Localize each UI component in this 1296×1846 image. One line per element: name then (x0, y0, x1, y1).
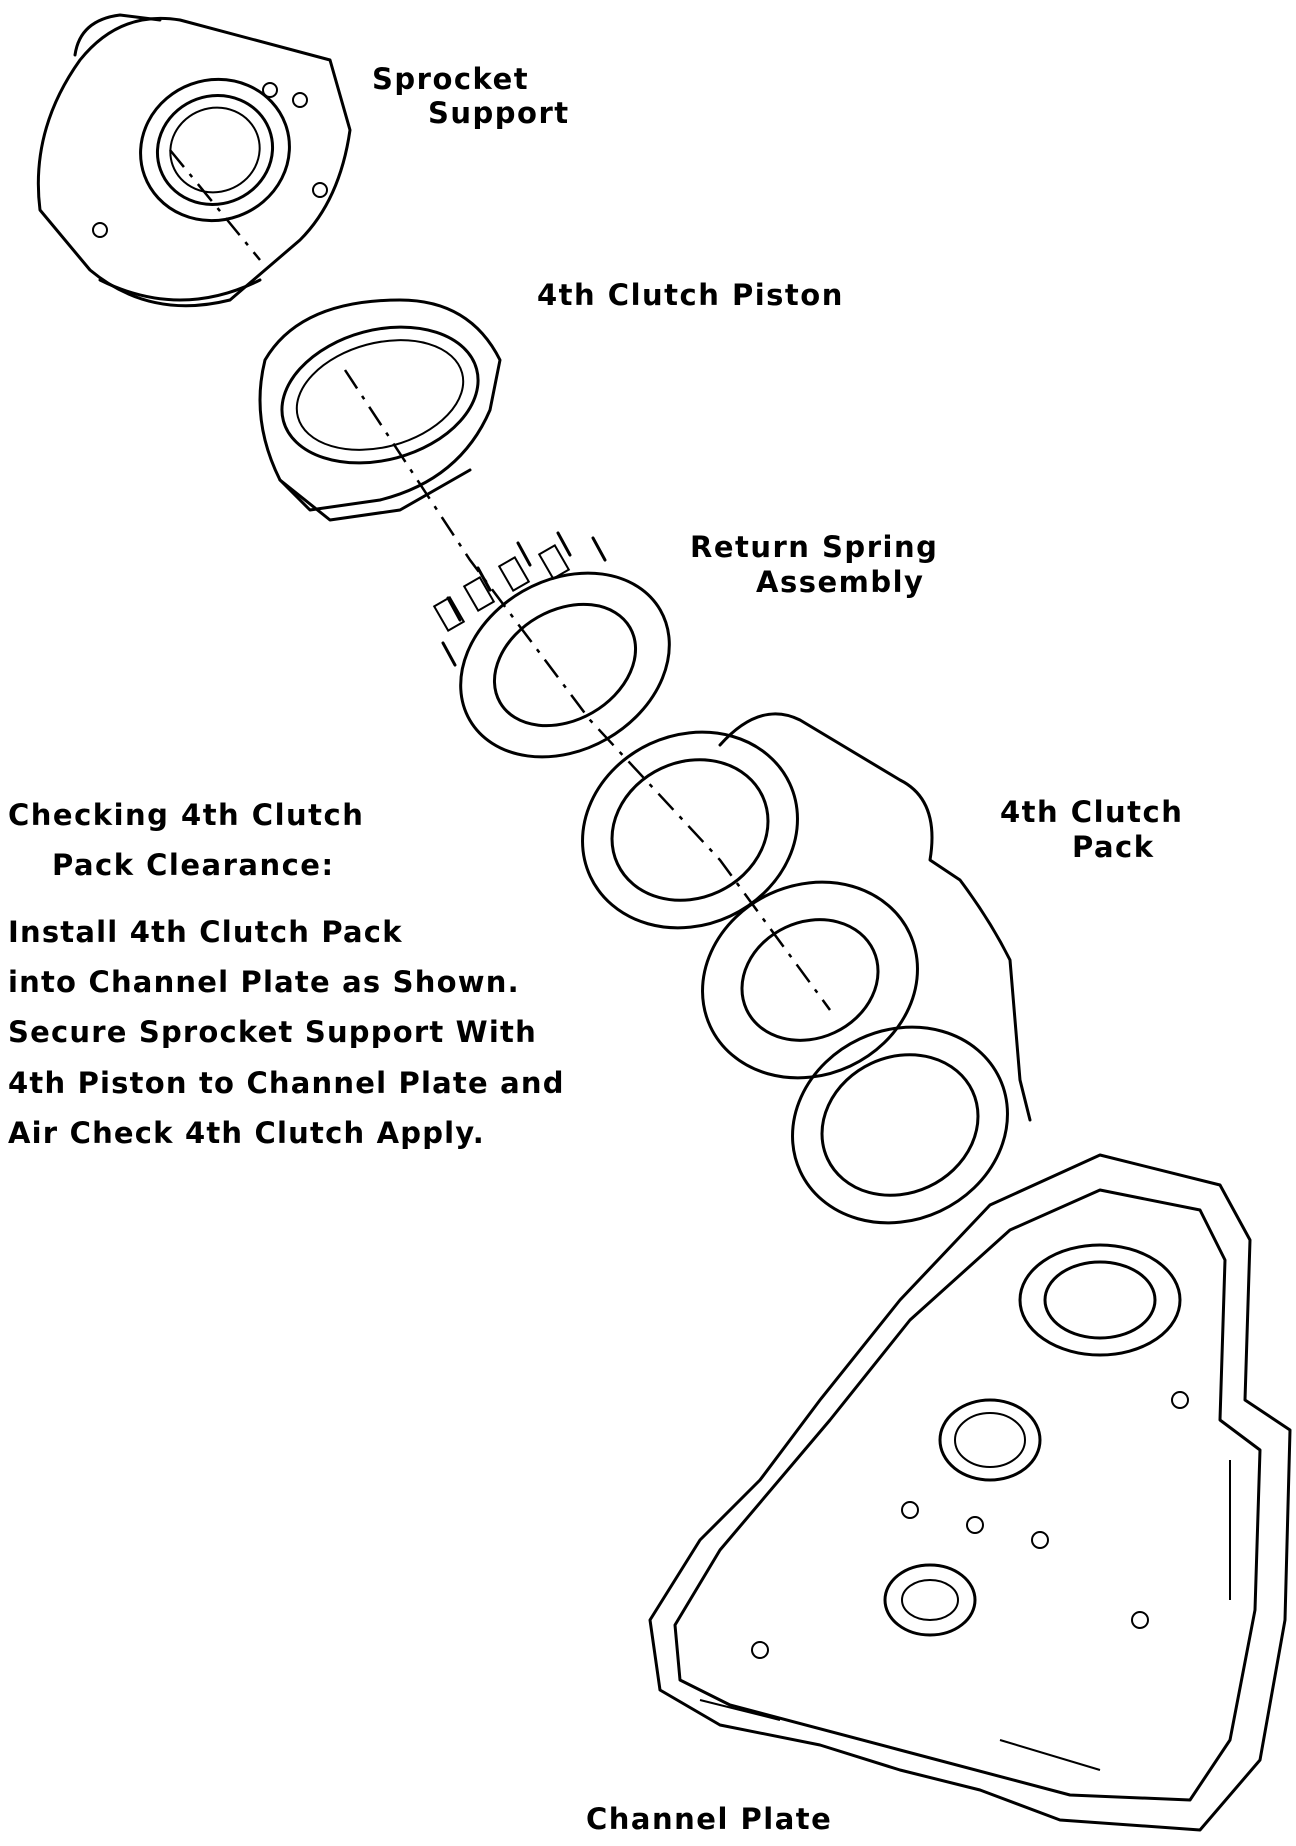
return-spring-label-line2: Assembly (756, 565, 925, 599)
channel-plate-part (648, 1153, 1292, 1832)
sprocket-support-label-line2: Support (428, 96, 570, 130)
instructions-line: Secure Sprocket Support With (8, 1015, 537, 1049)
clutch-piston-label: 4th Clutch Piston (537, 278, 844, 312)
return-spring-label-line1: Return Spring (690, 530, 939, 564)
clutch-pack-label-line2: Pack (1072, 830, 1155, 864)
instructions-heading-line2: Pack Clearance: (52, 848, 335, 882)
sprocket-support-part (36, 13, 352, 308)
instructions-heading-line1: Checking 4th Clutch (8, 798, 365, 832)
instructions-line: Install 4th Clutch Pack (8, 915, 403, 949)
return-spring-part (432, 531, 671, 759)
channel-plate-label: Channel Plate (586, 1802, 833, 1836)
assembly-centerline (169, 149, 832, 1011)
instructions-line: Air Check 4th Clutch Apply. (8, 1116, 485, 1150)
clutch-piston-part (258, 298, 502, 522)
clutch-pack-part (581, 712, 1032, 1225)
instructions-line: into Channel Plate as Shown. (8, 965, 520, 999)
sprocket-support-label-line1: Sprocket (372, 62, 530, 96)
instructions-line: 4th Piston to Channel Plate and (8, 1066, 565, 1100)
clutch-pack-label-line1: 4th Clutch (1000, 795, 1184, 829)
